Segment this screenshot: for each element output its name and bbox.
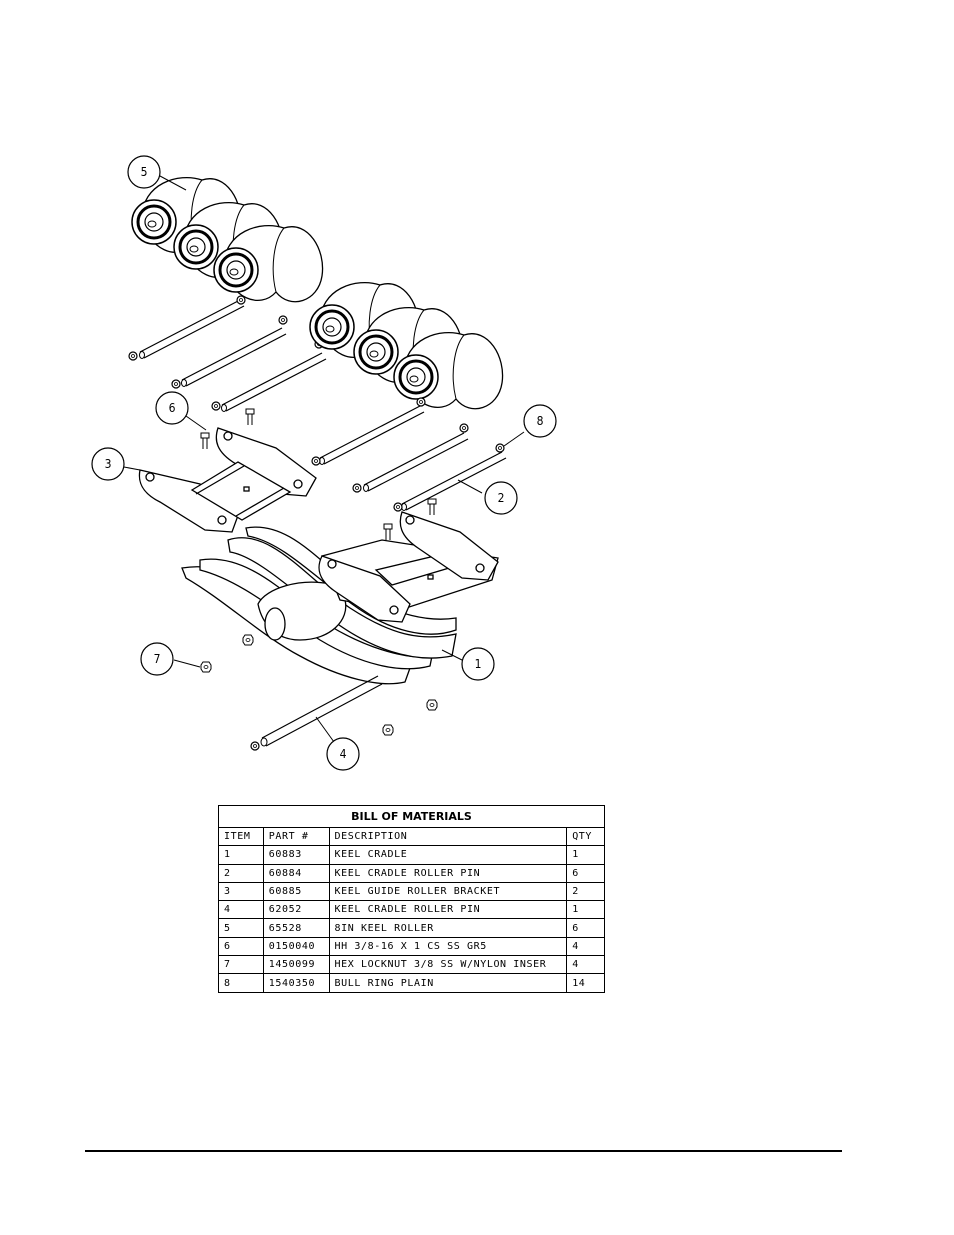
callout-1: 1	[461, 647, 495, 681]
callout-4: 4	[326, 737, 360, 771]
callout-6: 6	[155, 391, 189, 425]
bom-cell: 1	[218, 845, 264, 865]
bom-cell: KEEL CRADLE ROLLER PIN	[328, 900, 568, 920]
bill-of-materials-table: BILL OF MATERIALS ITEM PART # DESCRIPTIO…	[218, 805, 605, 993]
bom-header-part: PART #	[262, 826, 330, 847]
svg-text:4: 4	[340, 747, 347, 761]
bom-cell: 2	[218, 863, 264, 883]
bom-cell: HH 3/8-16 X 1 CS SS GR5	[328, 936, 568, 957]
bom-header-item: ITEM	[218, 826, 264, 847]
roller-pin-group-upper	[128, 295, 327, 413]
bom-cell: 60883	[262, 845, 330, 865]
svg-text:7: 7	[154, 652, 161, 666]
bom-cell: 4	[218, 900, 264, 920]
callout-8: 8	[523, 404, 557, 438]
bom-header-row: ITEM PART # DESCRIPTION QTY	[218, 826, 605, 847]
bom-cell: 4	[566, 936, 605, 957]
callout-3: 3	[91, 447, 125, 481]
bom-cell: KEEL GUIDE ROLLER BRACKET	[328, 881, 568, 902]
callout-7: 7	[140, 642, 174, 676]
keel-roller-group-lower	[308, 281, 505, 411]
bom-cell: 14	[566, 973, 605, 993]
bom-cell: 8	[218, 973, 264, 993]
svg-text:3: 3	[105, 457, 112, 471]
bom-cell: 0150040	[262, 936, 330, 957]
roller-pin-group-lower	[311, 397, 507, 512]
svg-text:8: 8	[537, 414, 544, 428]
footer-rule	[85, 1150, 842, 1152]
keel-guide-roller-bracket-upper	[138, 427, 317, 533]
bom-cell: BULL RING PLAIN	[328, 973, 568, 993]
bom-cell: 2	[566, 881, 605, 902]
exploded-assembly-drawing: 5 6 3 8 2 1 7 4	[91, 155, 557, 771]
keel-cradle-long-pin	[250, 675, 383, 751]
svg-text:2: 2	[498, 491, 505, 505]
leader-lines	[123, 175, 525, 743]
bom-cell: 5	[218, 918, 264, 938]
bom-cell: 6	[218, 936, 264, 957]
bom-cell: 1540350	[262, 973, 330, 993]
bom-cell: 65528	[262, 918, 330, 938]
bom-header-qty: QTY	[566, 826, 605, 847]
bom-cell: 1	[566, 900, 605, 920]
bom-cell: HEX LOCKNUT 3/8 SS W/NYLON INSER	[328, 955, 568, 975]
callout-5: 5	[127, 155, 161, 189]
bom-cell: KEEL CRADLE ROLLER PIN	[328, 863, 568, 883]
bom-cell: 8IN KEEL ROLLER	[328, 918, 568, 938]
bom-cell: 4	[566, 955, 605, 975]
bom-cell: 62052	[262, 900, 330, 920]
bom-title: BILL OF MATERIALS	[218, 805, 605, 828]
bom-cell: 60885	[262, 881, 330, 902]
bom-header-description: DESCRIPTION	[328, 826, 568, 847]
bom-cell: 3	[218, 881, 264, 902]
callout-2: 2	[484, 481, 518, 515]
bom-cell: 1450099	[262, 955, 330, 975]
svg-text:5: 5	[141, 165, 148, 179]
bom-cell: KEEL CRADLE	[328, 845, 568, 865]
bom-cell: 6	[566, 863, 605, 883]
svg-text:6: 6	[169, 401, 176, 415]
svg-text:1: 1	[475, 657, 482, 671]
keel-roller-group-upper	[130, 176, 325, 304]
bom-cell: 60884	[262, 863, 330, 883]
keel-guide-roller-bracket-lower	[318, 511, 499, 623]
bom-cell: 6	[566, 918, 605, 938]
bom-cell: 7	[218, 955, 264, 975]
bom-cell: 1	[566, 845, 605, 865]
